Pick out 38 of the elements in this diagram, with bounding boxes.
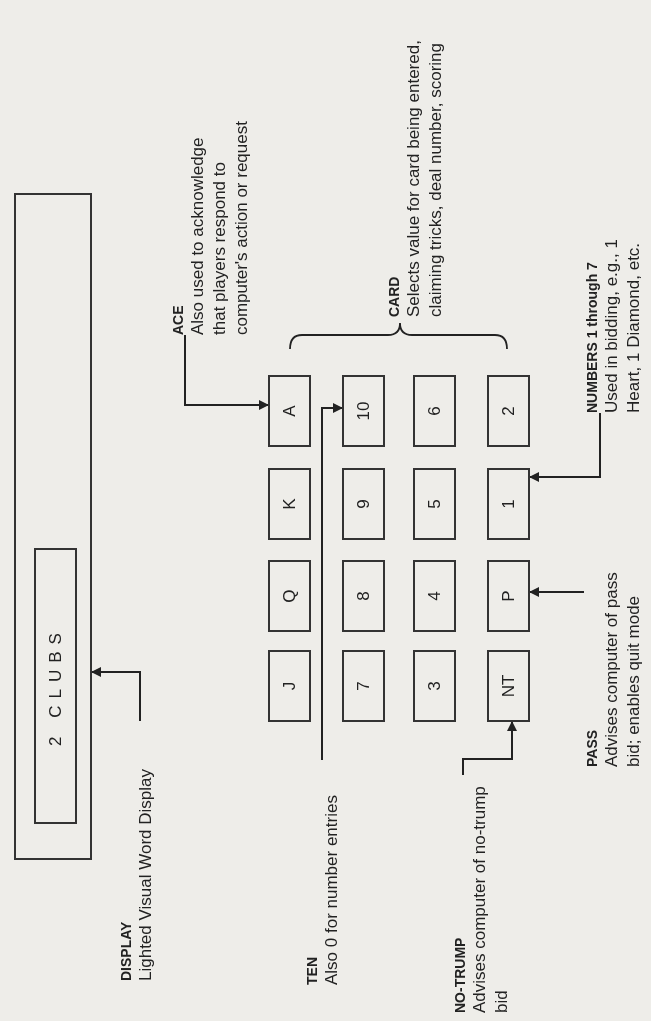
leader-arrow (529, 412, 601, 482)
callout-text: Advises computer of no-trump bid (469, 785, 512, 1013)
leader-arrow (321, 403, 343, 761)
callout-heading: PASS (584, 729, 601, 767)
callout-heading: NO-TRUMP (452, 937, 469, 1013)
leader-arrow (91, 667, 141, 722)
leader-arrow (462, 721, 517, 776)
callout-text: Lighted Visual Word Display (135, 768, 156, 981)
keypad-key: K (268, 468, 311, 540)
callout-heading: ACE (170, 305, 187, 335)
callout-text: Selects value for card being entered, claiming tricks, deal number, scoring (403, 39, 446, 317)
keypad-key: 1 (487, 468, 530, 540)
keypad-key: A (268, 375, 311, 447)
keypad-key: 5 (413, 468, 456, 540)
keypad-key: 10 (342, 375, 385, 447)
leader-arrow (529, 587, 585, 597)
callout-text: Advises computer of pass bid; enables quit mode (601, 571, 644, 767)
callout-text: Also used to acknowledge that players respond to computer's action or request (187, 120, 252, 335)
keypad-key: 9 (342, 468, 385, 540)
keypad-key: Q (268, 560, 311, 632)
keypad-key: J (268, 650, 311, 722)
keypad-key: P (487, 560, 530, 632)
keypad-key: 4 (413, 560, 456, 632)
callout-text: Used in bidding, e.g., 1 Heart, 1 Diamond, etc. (601, 238, 644, 413)
keypad-key: 8 (342, 560, 385, 632)
callout-heading: CARD (386, 276, 403, 317)
keypad-key: 6 (413, 375, 456, 447)
display-panel (14, 193, 92, 860)
callout-heading: TEN (304, 957, 321, 985)
keypad-key: 2 (487, 375, 530, 447)
callout-text: Also 0 for number entries (321, 794, 342, 985)
keypad-key: 3 (413, 650, 456, 722)
display-readout: 2 CLUBS (34, 548, 77, 824)
callout-heading: DISPLAY (118, 921, 135, 981)
callout-heading: NUMBERS 1 through 7 (584, 262, 601, 413)
keypad-key: NT (487, 650, 530, 722)
keypad-key: 7 (342, 650, 385, 722)
leader-arrow (184, 334, 269, 410)
